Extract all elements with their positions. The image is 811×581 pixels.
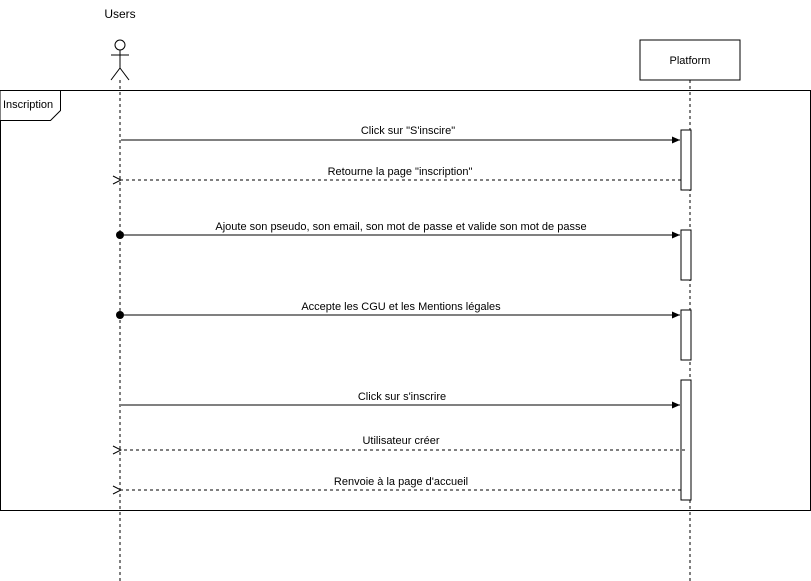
activation-bar	[680, 129, 692, 191]
activation-bar	[680, 229, 692, 281]
actor-label: Users	[104, 7, 135, 21]
message-label: Click sur "S'inscire"	[361, 125, 455, 137]
frame-label: Inscription	[3, 99, 53, 111]
participant-box	[639, 39, 741, 81]
actor-stick-figure	[110, 39, 130, 81]
message-label: Click sur s'inscrire	[358, 391, 446, 403]
message-label: Utilisateur créer	[362, 435, 439, 447]
message-start-dot	[116, 311, 124, 319]
message-label: Retourne la page "inscription"	[328, 166, 473, 178]
message-label: Ajoute son pseudo, son email, son mot de…	[215, 221, 586, 233]
message-label: Renvoie à la page d'accueil	[334, 476, 468, 488]
activation-bar	[680, 379, 692, 501]
frame-label-tab	[0, 90, 61, 121]
participant-label: Platform	[670, 55, 711, 67]
activation-bar	[680, 309, 692, 361]
message-start-dot	[116, 231, 124, 239]
message-label: Accepte les CGU et les Mentions légales	[301, 301, 501, 313]
